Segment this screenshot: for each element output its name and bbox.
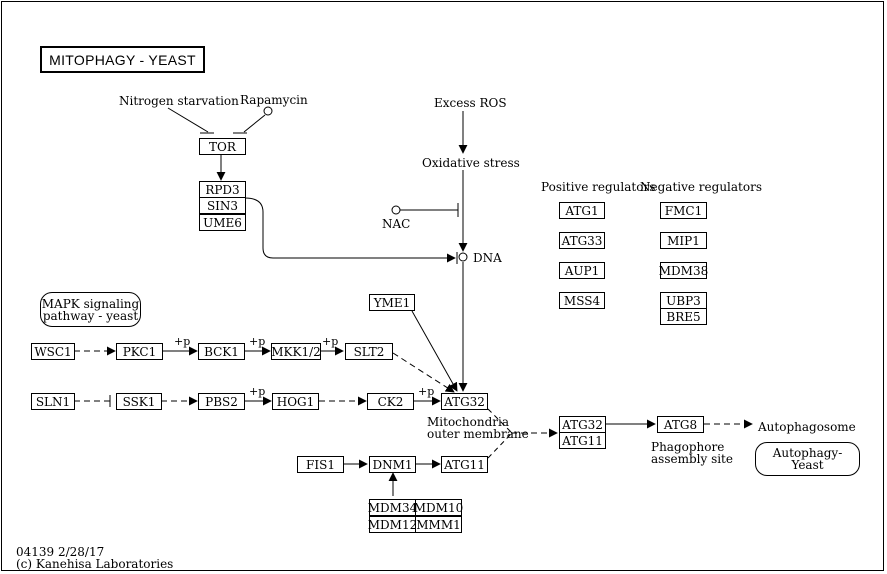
phosphorylation-label: +p	[249, 385, 266, 398]
excess-ros-label: Excess ROS	[434, 96, 507, 110]
gene-mdm12[interactable]: MDM12	[367, 516, 418, 533]
pathway-link-autophagy-line2: Yeast	[791, 458, 824, 472]
edge-yme1-atg32	[411, 310, 458, 392]
gene-sin3[interactable]: SIN3	[199, 197, 246, 214]
gene-bre5[interactable]: BRE5	[660, 308, 707, 325]
gene-atg32[interactable]: ATG32	[441, 393, 488, 410]
phosphorylation-label: +p	[418, 385, 435, 398]
gene-ck2[interactable]: CK2	[367, 393, 414, 410]
gene-slt2[interactable]: SLT2	[345, 343, 393, 360]
edge-slt2-atg32	[392, 352, 455, 393]
gene-dnm1[interactable]: DNM1	[369, 456, 416, 473]
gene-ume6[interactable]: UME6	[199, 214, 246, 231]
gene-bck1[interactable]: BCK1	[198, 343, 245, 360]
pathway-link-autophagy[interactable]: Autophagy- Yeast	[755, 442, 860, 476]
phagophore-label-line2: assembly site	[651, 452, 733, 466]
edge-atg11-merge	[487, 433, 512, 459]
edge-rapamycin-tor	[243, 114, 266, 133]
gene-hog1[interactable]: HOG1	[272, 393, 319, 410]
gene-ubp3[interactable]: UBP3	[660, 292, 707, 309]
pathway-link-mapk-line1: MAPK signaling	[41, 296, 140, 311]
pathway-link-mapk-line2: pathway - yeast	[42, 308, 139, 323]
gene-atg33[interactable]: ATG33	[559, 232, 605, 249]
autophagosome-label: Autophagosome	[758, 420, 856, 434]
rapamycin-label[interactable]: Rapamycin	[240, 93, 308, 107]
gene-pbs2[interactable]: PBS2	[198, 393, 245, 410]
gene-mip1[interactable]: MIP1	[660, 232, 707, 249]
gene-ssk1[interactable]: SSK1	[116, 393, 162, 410]
gene-complex-atg32[interactable]: ATG32	[559, 416, 606, 433]
map-title: MITOPHAGY - YEAST	[40, 46, 205, 73]
gene-fis1[interactable]: FIS1	[297, 456, 344, 473]
pathway-link-mapk[interactable]: MAPK signaling pathway - yeast	[40, 292, 141, 327]
gene-mdm38[interactable]: MDM38	[658, 262, 709, 279]
edge-sin3-dna	[244, 197, 456, 263]
negative-regulators-header: Negative regulators	[640, 180, 762, 194]
gene-yme1[interactable]: YME1	[369, 294, 415, 311]
gene-mkk12[interactable]: MKK1/2	[271, 343, 321, 360]
gene-aup1[interactable]: AUP1	[559, 262, 605, 279]
gene-wsc1[interactable]: WSC1	[31, 343, 75, 360]
nac-label[interactable]: NAC	[382, 217, 411, 231]
gene-sln1[interactable]: SLN1	[31, 393, 75, 410]
phosphorylation-label: +p	[249, 335, 266, 348]
dna-label[interactable]: DNA	[473, 251, 502, 265]
gene-tor[interactable]: TOR	[199, 138, 246, 155]
dna-compound	[458, 252, 468, 262]
copyright: (c) Kanehisa Laboratories	[16, 557, 174, 571]
edge-atg32-merge	[487, 408, 512, 433]
gene-rpd3[interactable]: RPD3	[199, 181, 246, 198]
phosphorylation-label: +p	[174, 335, 191, 348]
gene-mdm34[interactable]: MDM34	[367, 499, 418, 516]
gene-complex-atg11[interactable]: ATG11	[559, 432, 606, 449]
gene-pkc1[interactable]: PKC1	[116, 343, 163, 360]
gene-atg8[interactable]: ATG8	[657, 416, 704, 433]
mitochondria-label-line2: outer membrane	[427, 427, 529, 441]
map-id-date: 04139 2/28/17	[16, 545, 105, 559]
nitrogen-starvation-label: Nitrogen starvation	[119, 94, 239, 108]
gene-atg11[interactable]: ATG11	[441, 456, 488, 473]
rapamycin-compound	[263, 106, 273, 116]
pathway-link-autophagy-line1: Autophagy-	[772, 446, 843, 460]
positive-regulators-header: Positive regulators	[541, 180, 656, 194]
phosphorylation-label: +p	[322, 335, 339, 348]
gene-fmc1[interactable]: FMC1	[660, 202, 707, 219]
gene-mmm1[interactable]: MMM1	[415, 516, 462, 533]
gene-atg1[interactable]: ATG1	[559, 202, 605, 219]
oxidative-stress-label: Oxidative stress	[422, 156, 520, 170]
mitochondria-label-line1: Mitochondria	[427, 415, 509, 429]
edge-nitrogen-tor	[167, 107, 209, 133]
nac-compound	[391, 205, 401, 215]
gene-mss4[interactable]: MSS4	[559, 292, 605, 309]
gene-mdm10[interactable]: MDM10	[413, 499, 464, 516]
phagophore-label-line1: Phagophore	[651, 440, 725, 454]
